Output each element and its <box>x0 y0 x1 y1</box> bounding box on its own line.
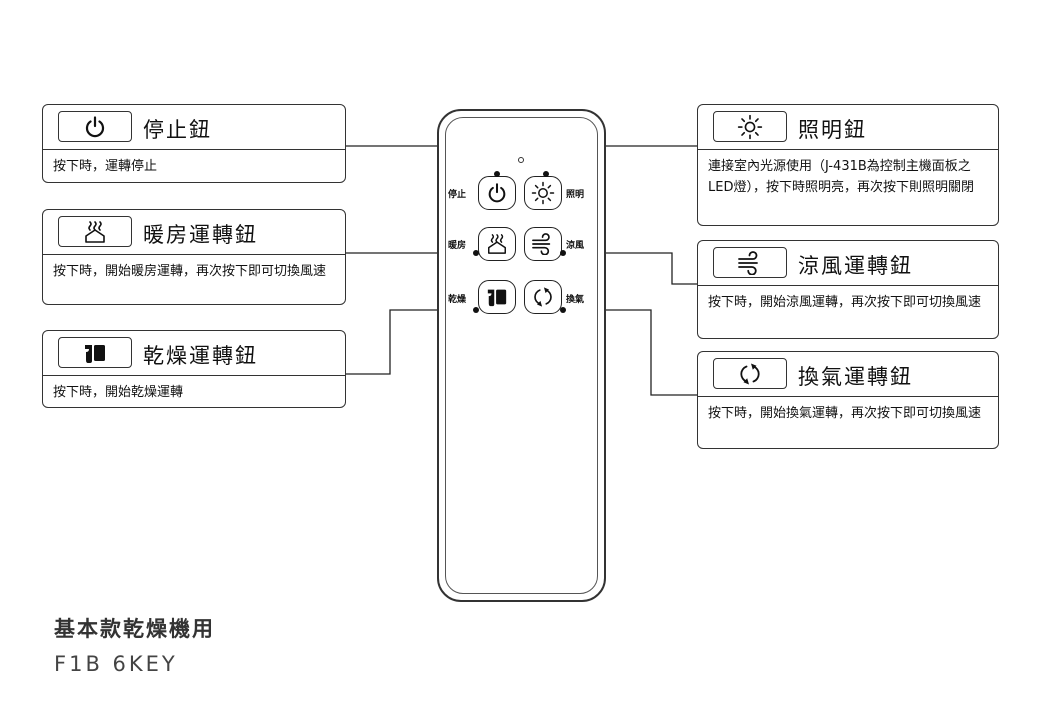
remote-label-power: 停止 <box>448 190 467 200</box>
anchor-dot-power <box>494 171 500 177</box>
remote-vent-button[interactable] <box>524 280 562 314</box>
vent-icon <box>740 363 760 384</box>
remote-led-indicator <box>518 157 524 163</box>
product-title: 基本款乾燥機用 <box>54 617 215 641</box>
dry-icon <box>85 344 105 363</box>
vent-icon <box>534 287 552 307</box>
remote-label-dry: 乾燥 <box>448 295 467 305</box>
anchor-dot-cool <box>560 250 566 256</box>
wind-icon <box>738 250 758 275</box>
callout-header: 停止鈕 <box>43 105 345 150</box>
callout-heat: 暖房運轉鈕 按下時，開始暖房運轉，再次按下即可切換風速 <box>42 209 346 305</box>
callout-header: 暖房運轉鈕 <box>43 210 345 255</box>
callout-icon-box <box>58 337 132 368</box>
callout-description: 按下時，開始換氣運轉，再次按下即可切換風速 <box>708 406 982 421</box>
callout-icon-box <box>713 247 787 278</box>
remote-label-heat: 暖房 <box>448 241 467 251</box>
callout-title: 暖房運轉鈕 <box>143 223 258 247</box>
anchor-dot-light <box>543 171 549 177</box>
remote-control <box>437 109 606 602</box>
callout-dry: 乾燥運轉鈕 按下時，開始乾燥運轉 <box>42 330 346 408</box>
remote-cool-button[interactable] <box>524 227 562 261</box>
heat-icon <box>85 220 105 243</box>
remote-light-button[interactable] <box>524 176 562 210</box>
callout-icon-box <box>58 216 132 247</box>
callout-title: 涼風運轉鈕 <box>798 254 913 278</box>
callout-header: 換氣運轉鈕 <box>698 352 998 397</box>
connector-vent <box>566 309 697 396</box>
remote-label-cool: 涼風 <box>566 241 585 251</box>
wind-icon <box>532 233 551 255</box>
connector-cool <box>566 252 697 285</box>
callout-icon-box <box>713 111 787 142</box>
callout-description: 按下時，開始涼風運轉，再次按下即可切換風速 <box>708 295 982 310</box>
dry-icon <box>487 289 507 307</box>
callout-title: 換氣運轉鈕 <box>798 365 913 389</box>
callout-title: 乾燥運轉鈕 <box>143 344 258 368</box>
heat-icon <box>488 234 506 254</box>
anchor-dot-heat <box>473 250 479 256</box>
remote-inner-frame <box>445 117 598 594</box>
callout-header: 照明鈕 <box>698 105 998 150</box>
remote-dry-button[interactable] <box>478 280 516 314</box>
remote-label-vent: 換氣 <box>566 295 585 305</box>
remote-heat-button[interactable] <box>478 227 516 261</box>
anchor-dot-dry <box>473 307 479 313</box>
callout-icon-box <box>58 111 132 142</box>
callout-description: 連接室內光源使用（J-431B為控制主機面板之LED燈），按下時照明亮，再次按下… <box>708 159 974 195</box>
power-icon <box>488 183 506 203</box>
callout-description: 按下時，開始乾燥運轉 <box>53 385 184 400</box>
callout-header: 乾燥運轉鈕 <box>43 331 345 376</box>
callout-power: 停止鈕 按下時，運轉停止 <box>42 104 346 183</box>
anchor-dot-vent <box>560 307 566 313</box>
product-model: F1B 6KEY <box>54 652 178 676</box>
callout-light: 照明鈕 連接室內光源使用（J-431B為控制主機面板之LED燈），按下時照明亮，… <box>697 104 999 226</box>
connector-dry <box>346 309 476 375</box>
power-icon <box>85 115 105 137</box>
callout-vent: 換氣運轉鈕 按下時，開始換氣運轉，再次按下即可切換風速 <box>697 351 999 449</box>
callout-header: 涼風運轉鈕 <box>698 241 998 286</box>
sun-icon <box>737 114 763 139</box>
callout-cool: 涼風運轉鈕 按下時，開始涼風運轉，再次按下即可切換風速 <box>697 240 999 339</box>
callout-description: 按下時，開始暖房運轉，再次按下即可切換風速 <box>53 264 327 279</box>
sun-icon <box>531 181 555 205</box>
callout-title: 照明鈕 <box>798 118 867 142</box>
callout-title: 停止鈕 <box>143 118 212 142</box>
remote-label-light: 照明 <box>566 190 585 200</box>
remote-power-button[interactable] <box>478 176 516 210</box>
callout-icon-box <box>713 358 787 389</box>
callout-description: 按下時，運轉停止 <box>53 159 158 174</box>
